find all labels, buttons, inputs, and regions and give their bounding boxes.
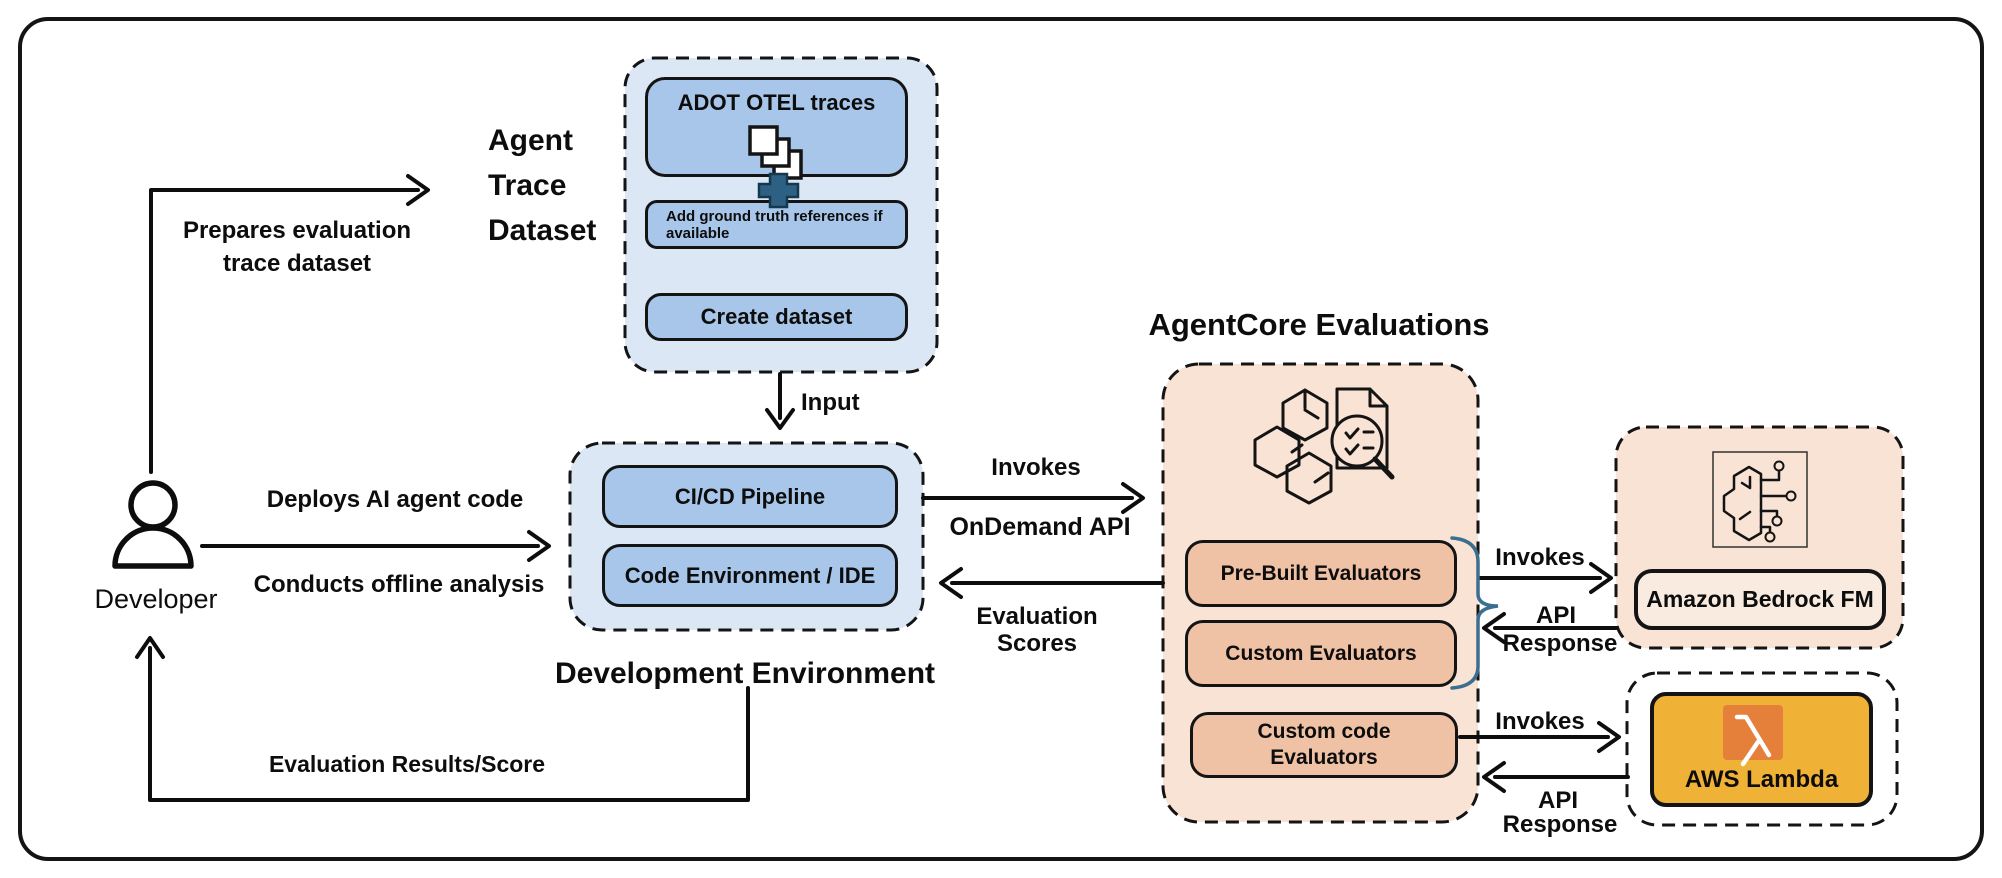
create-dataset-box: Create dataset [645,293,908,341]
agent-trace-dataset-title: Agent Trace Dataset [488,124,597,247]
prepares-evaluation-label: Prepares evaluation trace dataset [182,217,412,277]
input-label: Input [801,389,860,416]
create-dataset-label: Create dataset [700,304,853,329]
prebuilt-evaluators-label: Pre-Built Evaluators [1220,561,1422,585]
amazon-bedrock-fm-label: Amazon Bedrock FM [1646,586,1874,612]
code-environment-ide-box: Code Environment / IDE [602,544,898,607]
custom-evaluators-label: Custom Evaluators [1225,641,1417,665]
developer-label: Developer [94,584,218,614]
ondemand-api-label: OnDemand API [949,513,1131,541]
amazon-bedrock-fm-box: Amazon Bedrock FM [1634,569,1886,630]
conducts-offline-analysis-label: Conducts offline analysis [253,571,545,598]
prebuilt-evaluators-box: Pre-Built Evaluators [1185,540,1457,607]
development-environment-title: Development Environment [554,657,936,690]
custom-code-evaluators-box: Custom code Evaluators [1190,712,1458,778]
aws-lambda-label: AWS Lambda [1684,766,1839,793]
adot-otel-traces-label: ADOT OTEL traces [677,90,876,115]
lambda-api-label: API [1537,787,1578,814]
agentcore-evaluations-title: AgentCore Evaluations [1148,307,1490,342]
code-environment-ide-label: Code Environment / IDE [624,562,876,588]
lambda-invokes-label: Invokes [1495,708,1585,735]
cicd-pipeline-label: CI/CD Pipeline [674,483,826,509]
bedrock-response-label: Response [1502,630,1618,657]
evaluation-scores-label: Evaluation Scores [976,603,1098,657]
invokes-label: Invokes [991,454,1081,481]
deploys-ai-agent-code-label: Deploys AI agent code [266,486,524,513]
ground-truth-label: Add ground truth references if available [666,207,883,242]
diagram-border [18,17,1984,861]
custom-evaluators-box: Custom Evaluators [1185,620,1457,687]
evaluation-results-score-label: Evaluation Results/Score [268,751,546,777]
cicd-pipeline-box: CI/CD Pipeline [602,465,898,528]
bedrock-api-label: API [1535,602,1576,629]
lambda-response-label: Response [1502,811,1618,838]
custom-code-evaluators-label: Custom code Evaluators [1257,720,1391,769]
adot-otel-traces-box: ADOT OTEL traces [645,77,908,177]
bedrock-invokes-label: Invokes [1495,544,1585,571]
ground-truth-box: Add ground truth references if available [645,200,908,249]
